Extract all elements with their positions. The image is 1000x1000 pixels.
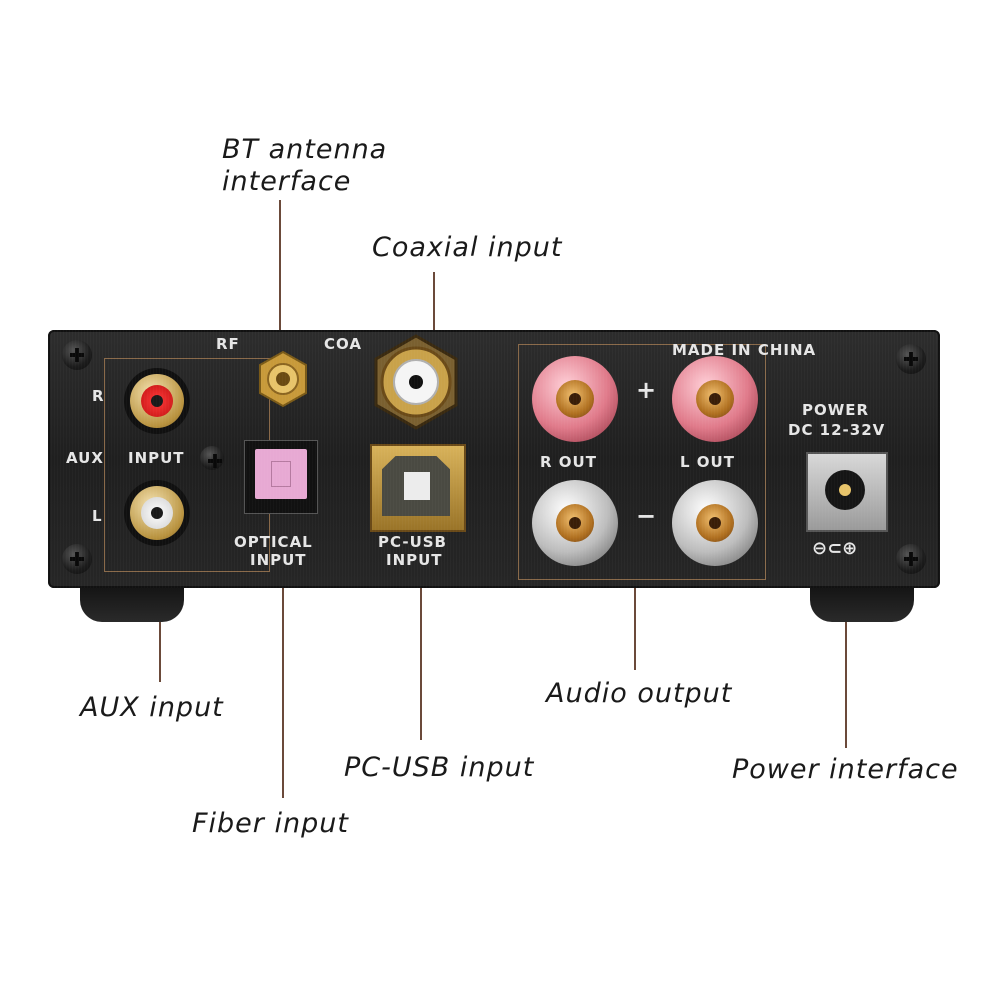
- optical-input-label-line2: INPUT: [250, 551, 307, 569]
- screw-icon-bottom-right: [896, 544, 926, 574]
- aux-left-rca-jack[interactable]: [124, 480, 190, 546]
- bt-antenna-connector[interactable]: [254, 350, 312, 408]
- optical-input-port[interactable]: [244, 440, 318, 514]
- ground-screw-icon: [200, 446, 224, 470]
- binding-post-gold-core: [556, 380, 594, 418]
- binding-post-gold-core: [696, 504, 734, 542]
- polarity-symbol: ⊖⊂⊕: [812, 538, 858, 559]
- leader-line-coaxial: [433, 272, 435, 372]
- callout-aux: AUX input: [80, 692, 224, 723]
- pc-usb-label-line2: INPUT: [386, 551, 443, 569]
- callout-fiber: Fiber input: [192, 808, 349, 839]
- rca-pin-hole: [151, 507, 163, 519]
- aux-r-label: R: [92, 387, 105, 405]
- binding-post-gold-core: [696, 380, 734, 418]
- screw-icon-top-right: [896, 344, 926, 374]
- leader-line-power: [845, 520, 847, 748]
- callout-power: Power interface: [732, 754, 959, 785]
- binding-post-hole: [569, 393, 581, 405]
- binding-post-gold-core: [556, 504, 594, 542]
- usb-b-tongue: [404, 472, 430, 500]
- rca-pin-hole: [151, 395, 163, 407]
- rca-white-insulator: [141, 497, 173, 529]
- pc-usb-input-port[interactable]: [370, 444, 466, 532]
- minus-label: −: [636, 502, 658, 530]
- rca-gold-ring: [130, 374, 184, 428]
- aux-label: AUX: [66, 449, 104, 467]
- power-spec-label: DC 12-32V: [788, 421, 886, 439]
- callout-coaxial: Coaxial input: [372, 232, 563, 263]
- leader-line-bt-antenna: [279, 200, 281, 372]
- binding-post-hole: [709, 393, 721, 405]
- l-out-positive-binding-post[interactable]: [672, 356, 758, 442]
- callout-audio-output: Audio output: [546, 678, 733, 709]
- screw-icon-top-left: [62, 340, 92, 370]
- aux-right-rca-jack[interactable]: [124, 368, 190, 434]
- callout-pc-usb: PC-USB input: [344, 752, 535, 783]
- dc-jack-pin: [839, 484, 851, 496]
- rca-red-insulator: [141, 385, 173, 417]
- coaxial-rca-icon: [374, 334, 458, 430]
- l-out-label: L OUT: [680, 453, 735, 471]
- aux-l-label: L: [92, 507, 103, 525]
- optical-input-label-line1: OPTICAL: [234, 533, 313, 551]
- optical-pink-shutter: [255, 449, 307, 499]
- rubber-foot-left: [80, 588, 184, 622]
- sma-hex-nut-icon: [259, 350, 307, 408]
- l-out-negative-binding-post[interactable]: [672, 480, 758, 566]
- usb-b-socket: [382, 456, 450, 516]
- aux-input-label: INPUT: [128, 449, 185, 467]
- leader-line-aux: [159, 572, 161, 682]
- coa-label: COA: [324, 335, 362, 353]
- optical-shutter-window: [271, 461, 291, 487]
- power-label: POWER: [802, 401, 870, 419]
- r-out-label: R OUT: [540, 453, 597, 471]
- rf-label: RF: [216, 335, 240, 353]
- callout-bt-antenna-line1: BT antenna: [222, 134, 388, 165]
- audio-output-frame: [518, 344, 766, 580]
- plus-label: +: [636, 376, 658, 404]
- leader-line-fiber: [282, 488, 284, 798]
- screw-icon-bottom-left: [62, 544, 92, 574]
- made-in-china-label: MADE IN CHINA: [672, 341, 817, 359]
- rca-gold-ring: [130, 486, 184, 540]
- coaxial-input-jack[interactable]: [366, 332, 466, 432]
- leader-line-pc-usb: [420, 490, 422, 740]
- r-out-negative-binding-post[interactable]: [532, 480, 618, 566]
- pc-usb-label-line1: PC-USB: [378, 533, 447, 551]
- r-out-positive-binding-post[interactable]: [532, 356, 618, 442]
- leader-line-audio-output: [634, 578, 636, 670]
- dc-jack-socket: [825, 470, 865, 510]
- rubber-foot-right: [810, 588, 914, 622]
- binding-post-hole: [709, 517, 721, 529]
- dc-power-jack[interactable]: [806, 452, 888, 532]
- callout-bt-antenna-line2: interface: [222, 166, 352, 197]
- binding-post-hole: [569, 517, 581, 529]
- amplifier-rear-panel: R AUX INPUT L RF OPTICAL INPUT: [48, 330, 940, 588]
